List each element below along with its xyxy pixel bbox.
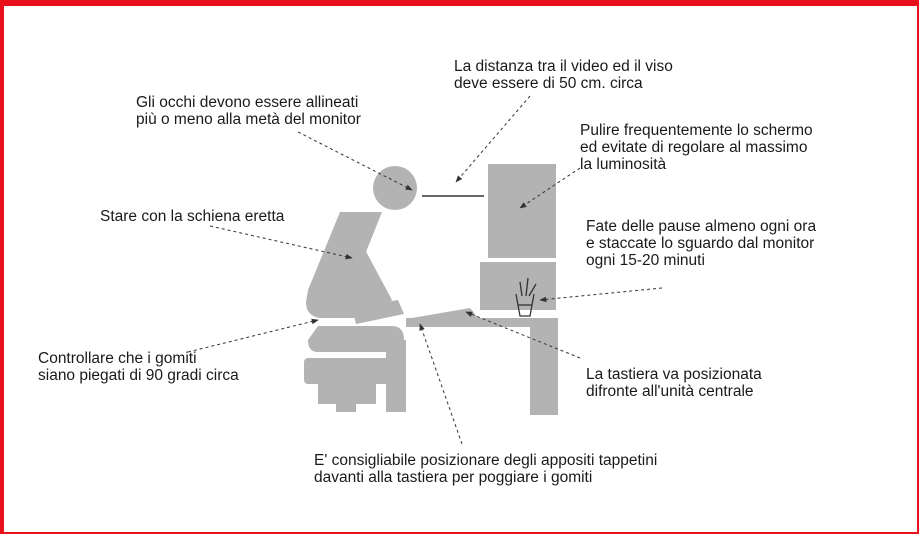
annotation-screen-line1: Pulire frequentemente lo schermo	[580, 122, 813, 139]
annotation-mats-line1: E' consigliabile posizionare degli appos…	[314, 452, 658, 469]
desk-top	[406, 318, 558, 327]
annotation-pauses: Fate delle pause almeno ogni ora e stacc…	[586, 218, 816, 269]
annotation-keyboard: La tastiera va posizionata difronte all'…	[586, 366, 762, 400]
arrow-pauses	[539, 287, 663, 303]
annotation-mats: E' consigliabile posizionare degli appos…	[314, 452, 657, 486]
annotation-pauses-line3: ogni 15-20 minuti	[586, 252, 705, 269]
arrow-keyboard	[465, 311, 581, 359]
annotation-pauses-line2: e staccate lo sguardo dal monitor	[586, 235, 815, 252]
person-head	[373, 166, 417, 210]
annotation-back-line1: Stare con la schiena eretta	[100, 208, 285, 225]
keyboard	[412, 308, 478, 318]
annotation-mats-line2: davanti alla tastiera per poggiare i gom…	[314, 469, 593, 486]
annotation-screen-line3: la luminosità	[580, 156, 667, 173]
annotation-screen-line2: ed evitate di regolare al massimo	[580, 139, 808, 156]
chair-seat	[304, 358, 400, 384]
person-forearm	[352, 300, 404, 324]
person-thigh	[308, 326, 404, 352]
annotation-distance-line2: deve essere di 50 cm. circa	[454, 75, 643, 92]
annotation-elbows-line2: siano piegati di 90 gradi circa	[38, 367, 239, 384]
annotation-pauses-line1: Fate delle pause almeno ogni ora	[586, 218, 817, 235]
annotation-elbows: Controllare che i gomiti siano piegati d…	[38, 350, 239, 384]
arrow-mats	[419, 323, 463, 445]
arrow-eyes	[297, 131, 413, 191]
annotation-elbows-line1: Controllare che i gomiti	[38, 350, 197, 367]
person-arm	[330, 244, 392, 318]
arrow-distance	[455, 95, 531, 183]
person-leg	[386, 340, 406, 412]
annotation-screen: Pulire frequentemente lo schermo ed evit…	[580, 122, 813, 173]
arrow-screen	[519, 167, 581, 209]
arrow-back	[209, 225, 353, 260]
arrow-elbows	[187, 318, 319, 353]
annotation-distance: La distanza tra il video ed il viso deve…	[454, 58, 673, 92]
annotation-back: Stare con la schiena eretta	[100, 208, 284, 225]
annotation-distance-line1: La distanza tra il video ed il viso	[454, 58, 673, 75]
annotation-eyes-line1: Gli occhi devono essere allineati	[136, 94, 359, 111]
annotation-keyboard-line1: La tastiera va posizionata	[586, 366, 762, 383]
pencil-holder-icon	[515, 277, 537, 317]
desk-leg	[530, 327, 558, 415]
person-figure	[304, 166, 417, 412]
monitor	[488, 164, 556, 258]
chair-base	[318, 384, 376, 412]
annotation-eyes-line2: più o meno alla metà del monitor	[136, 111, 361, 128]
annotation-eyes: Gli occhi devono essere allineati più o …	[136, 94, 361, 128]
workstation	[406, 164, 558, 415]
annotation-keyboard-line2: difronte all'unità centrale	[586, 383, 754, 400]
